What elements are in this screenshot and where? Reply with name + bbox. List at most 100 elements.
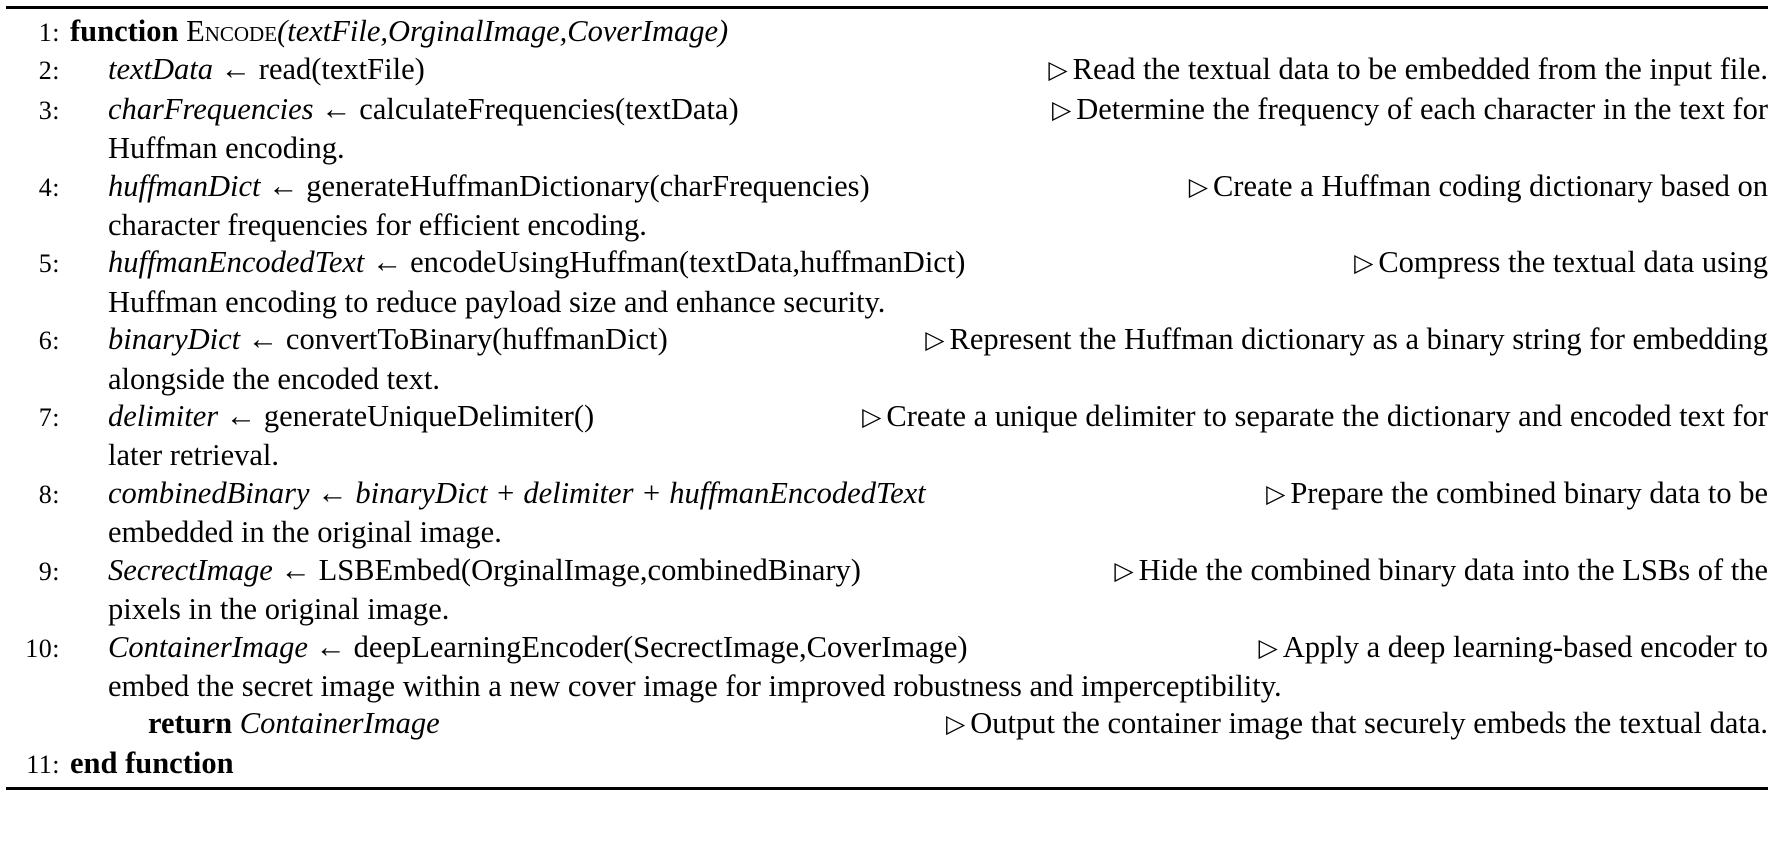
statement-code: ContainerImage ← deepLearningEncoder(Sec…	[108, 629, 968, 666]
statement-code: SecrectImage ← LSBEmbed(OrginalImage,com…	[108, 552, 861, 589]
comment-text: Apply a deep learning-based encoder to	[1282, 629, 1768, 664]
statement-code: combinedBinary ← binaryDict + delimiter …	[108, 475, 926, 512]
algorithm-line-9-wrap: pixels in the original image.	[0, 591, 1774, 628]
top-rule	[6, 6, 1768, 9]
algorithm-line-3: 3: charFrequencies ← calculateFrequencie…	[0, 91, 1774, 130]
comment-triangle-icon: ▷	[1048, 57, 1068, 85]
line-number: 11:	[26, 749, 60, 779]
statement-code: binaryDict ← convertToBinary(huffmanDict…	[108, 321, 668, 358]
comment-text: Hide the combined binary data into the L…	[1138, 552, 1768, 587]
statement-code: huffmanEncodedText ← encodeUsingHuffman(…	[108, 244, 965, 281]
comment-wrap-text: later retrieval.	[108, 438, 280, 473]
line-number: 8:	[38, 479, 60, 509]
comment-triangle-icon: ▷	[1188, 173, 1208, 201]
bottom-rule	[6, 787, 1768, 791]
algorithm-line-10-wrap: embed the secret image within a new cove…	[0, 668, 1774, 705]
line-number: 2:	[38, 56, 60, 86]
call-expression: generateUniqueDelimiter()	[263, 399, 595, 434]
comment-triangle-icon: ▷	[1266, 480, 1286, 508]
assign-target: binaryDict	[108, 322, 241, 357]
comment-text: Prepare the combined binary data to be	[1290, 475, 1768, 510]
algorithm-line-3-wrap: Huffman encoding.	[0, 130, 1774, 167]
keyword-function: function	[70, 14, 179, 48]
call-expression: encodeUsingHuffman(textData,huffmanDict)	[410, 245, 966, 280]
comment-text: Represent the Huffman dictionary as a bi…	[949, 322, 1768, 357]
algorithm-line-7: 7: delimiter ← generateUniqueDelimiter()…	[0, 398, 1774, 437]
assign-target: ContainerImage	[108, 629, 308, 664]
comment-wrap-text: alongside the encoded text.	[108, 361, 441, 396]
procedure-args: (textFile,OrginalImage,CoverImage)	[277, 14, 729, 48]
call-expression: read(textFile)	[258, 52, 425, 87]
procedure-name: Encode	[186, 14, 278, 48]
line-content: charFrequencies ← calculateFrequencies(t…	[60, 91, 1774, 130]
line-content: binaryDict ← convertToBinary(huffmanDict…	[60, 321, 1774, 360]
comment-wrap-text: pixels in the original image.	[108, 592, 450, 627]
algorithm-line-4: 4: huffmanDict ← generateHuffmanDictiona…	[0, 168, 1774, 207]
line-comment: ▷Compress the textual data using	[965, 244, 1768, 283]
line-comment: ▷Prepare the combined binary data to be	[926, 475, 1768, 514]
call-expression: deepLearningEncoder(SecrectImage,CoverIm…	[353, 629, 968, 664]
algorithm-line-7-wrap: later retrieval.	[0, 437, 1774, 474]
assign-target: charFrequencies	[108, 91, 314, 126]
algorithm-line-8: 8: combinedBinary ← binaryDict + delimit…	[0, 475, 1774, 514]
assign-target: combinedBinary	[108, 475, 310, 510]
comment-triangle-icon: ▷	[1258, 634, 1278, 662]
algorithm-line-6: 6: binaryDict ← convertToBinary(huffmanD…	[0, 321, 1774, 360]
algorithm-line-1: 1: function Encode(textFile,OrginalImage…	[0, 13, 1774, 51]
line-content: return ContainerImage ▷Output the contai…	[60, 705, 1774, 744]
line-content: huffmanEncodedText ← encodeUsingHuffman(…	[60, 244, 1774, 283]
assign-arrow: ←	[225, 399, 257, 434]
line-content: huffmanDict ← generateHuffmanDictionary(…	[60, 168, 1774, 207]
assign-arrow: ←	[268, 168, 299, 203]
line-content: textData ← read(textFile) ▷Read the text…	[60, 51, 1774, 90]
line-number: 7:	[38, 403, 60, 433]
comment-triangle-icon: ▷	[945, 711, 966, 739]
comment-triangle-icon: ▷	[1051, 96, 1072, 124]
comment-wrap-text: Huffman encoding to reduce payload size …	[108, 284, 886, 319]
line-content: combinedBinary ← binaryDict + delimiter …	[60, 475, 1774, 514]
line-comment: ▷Hide the combined binary data into the …	[861, 552, 1768, 591]
comment-text: Read the textual data to be embedded fro…	[1072, 52, 1768, 87]
algorithm-line-10: 10: ContainerImage ← deepLearningEncoder…	[0, 629, 1774, 668]
assign-target: textData	[108, 52, 214, 87]
line-number: 3:	[38, 95, 60, 125]
line-content: ContainerImage ← deepLearningEncoder(Sec…	[60, 629, 1774, 668]
call-expression: calculateFrequencies(textData)	[359, 91, 739, 126]
statement-code: huffmanDict ← generateHuffmanDictionary(…	[108, 168, 870, 205]
line-comment: ▷Read the textual data to be embedded fr…	[425, 51, 1768, 90]
assign-arrow: ←	[247, 322, 279, 357]
statement-code: charFrequencies ← calculateFrequencies(t…	[108, 91, 739, 128]
algorithm-line-6-wrap: alongside the encoded text.	[0, 361, 1774, 398]
line-content: function Encode(textFile,OrginalImage,Co…	[60, 13, 1774, 50]
line-comment: ▷Output the container image that securel…	[440, 705, 1768, 744]
comment-triangle-icon: ▷	[1354, 250, 1374, 278]
line-number: 10:	[25, 633, 60, 663]
line-comment: ▷Apply a deep learning-based encoder to	[968, 629, 1769, 668]
comment-text: Create a Huffman coding dictionary based…	[1212, 168, 1768, 203]
call-expression: generateHuffmanDictionary(charFrequencie…	[306, 168, 870, 203]
algorithm-line-4-wrap: character frequencies for efficient enco…	[0, 207, 1774, 244]
assign-arrow: ←	[280, 552, 311, 587]
comment-wrap-text: character frequencies for efficient enco…	[108, 208, 647, 243]
line-content: delimiter ← generateUniqueDelimiter() ▷C…	[60, 398, 1774, 437]
comment-triangle-icon: ▷	[862, 404, 882, 432]
assign-arrow: ←	[220, 52, 252, 87]
statement-code: return ContainerImage	[148, 705, 440, 742]
assign-arrow: ←	[315, 629, 347, 664]
call-expression: convertToBinary(huffmanDict)	[285, 322, 668, 357]
comment-triangle-icon: ▷	[1114, 557, 1134, 585]
algorithm-line-11: 11: end function	[0, 745, 1774, 783]
statement-code: delimiter ← generateUniqueDelimiter()	[108, 398, 594, 435]
algorithm-line-5: 5: huffmanEncodedText ← encodeUsingHuffm…	[0, 244, 1774, 283]
comment-wrap-text: Huffman encoding.	[108, 131, 345, 166]
assign-arrow: ←	[372, 245, 403, 280]
line-comment: ▷Create a Huffman coding dictionary base…	[870, 168, 1768, 207]
comment-text: Compress the textual data using	[1378, 245, 1768, 280]
comment-wrap-text: embed the secret image within a new cove…	[108, 668, 1282, 703]
comment-triangle-icon: ▷	[925, 327, 945, 355]
algorithm-line-9: 9: SecrectImage ← LSBEmbed(OrginalImage,…	[0, 552, 1774, 591]
comment-text: Determine the frequency of each characte…	[1076, 91, 1768, 126]
call-expression: LSBEmbed(OrginalImage,combinedBinary)	[318, 552, 861, 587]
assign-target: huffmanDict	[108, 168, 261, 203]
